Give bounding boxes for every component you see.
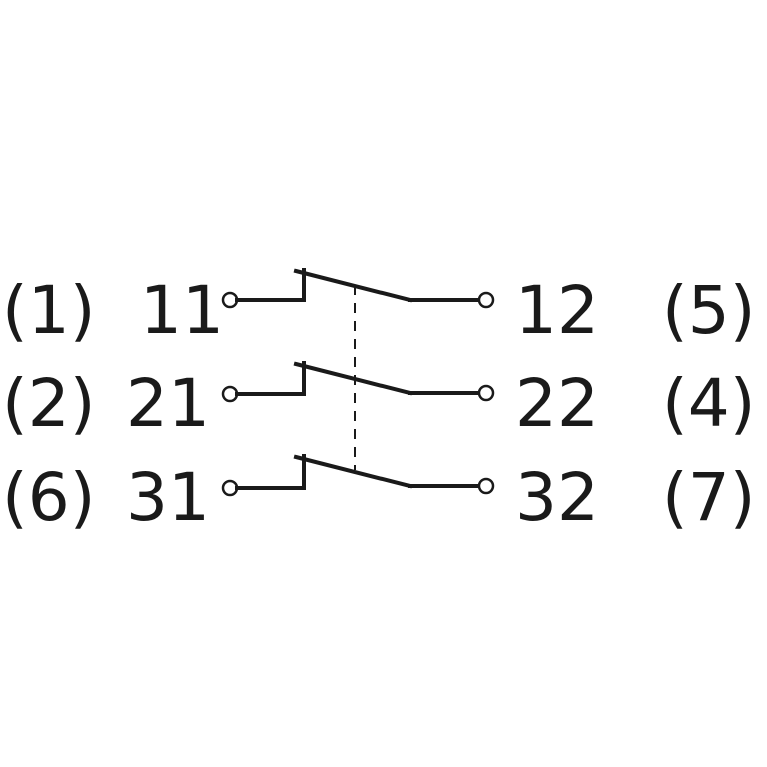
- right-pin-label-1: (5): [662, 272, 756, 349]
- left-terminal-circle-2: [221, 385, 239, 403]
- right-terminal-label-2: 22: [515, 365, 599, 442]
- left-terminal-circle-3: [221, 479, 239, 497]
- left-wire-2: [235, 361, 306, 396]
- contact-row-2: (2) 21 22 (4): [2, 361, 756, 442]
- right-terminal-circle-3: [477, 477, 495, 495]
- right-terminal-circle-1: [477, 291, 495, 309]
- left-wire-1: [235, 268, 306, 302]
- right-terminal-label-3: 32: [515, 459, 599, 536]
- left-terminal-circle-1: [221, 291, 239, 309]
- right-terminal-circle-2: [477, 384, 495, 402]
- left-terminal-label-1: 11: [140, 272, 224, 349]
- left-pin-label-2: (2): [2, 365, 96, 442]
- right-pin-label-3: (7): [662, 459, 756, 536]
- left-terminal-label-2: 21: [126, 365, 210, 442]
- contact-blade-2: [293, 361, 413, 396]
- left-terminal-label-3: 31: [126, 459, 210, 536]
- left-wire-3: [235, 454, 306, 490]
- right-terminal-label-1: 12: [515, 272, 599, 349]
- left-pin-label-3: (6): [2, 459, 96, 536]
- contact-row-1: (1) 11 12 (5): [2, 268, 756, 349]
- right-pin-label-2: (4): [662, 365, 756, 442]
- contact-row-3: (6) 31 32 (7): [2, 454, 756, 536]
- contact-blade-3: [293, 454, 413, 489]
- left-pin-label-1: (1): [2, 272, 96, 349]
- contact-blade-1: [293, 268, 413, 303]
